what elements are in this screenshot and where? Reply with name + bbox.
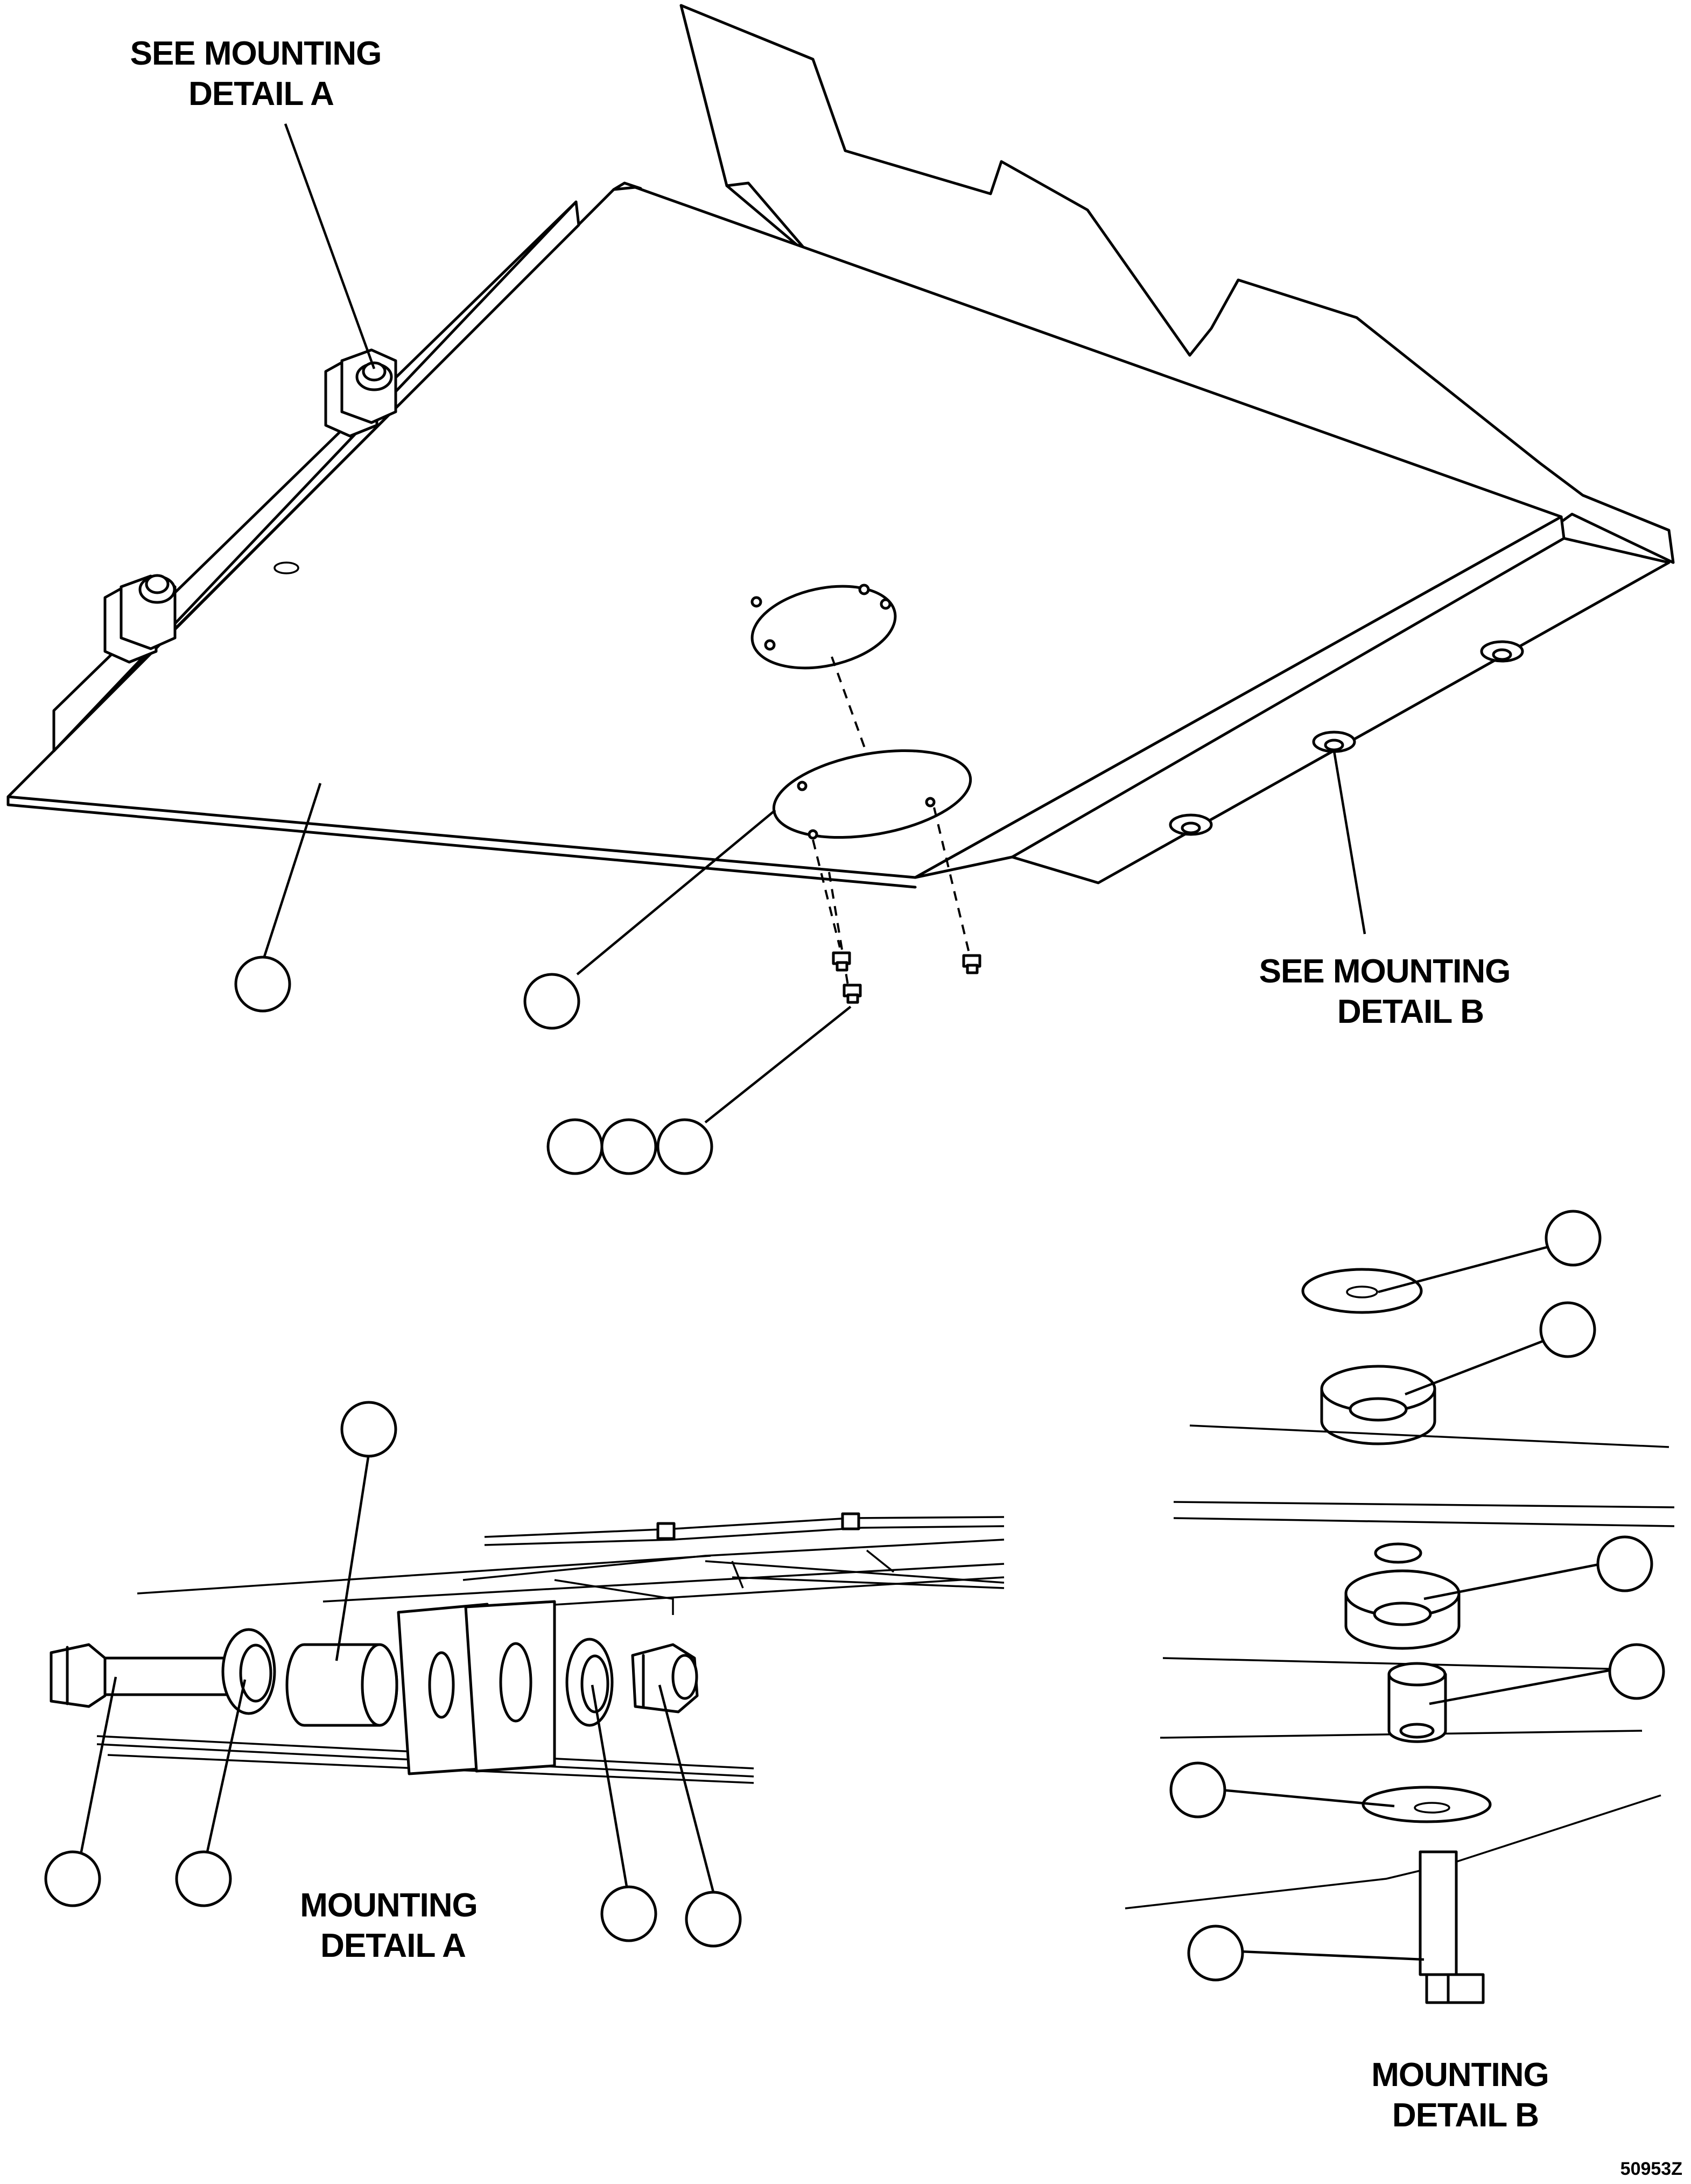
item-bubble-screw-c (656, 1118, 713, 1175)
see-detail-b-line2: DETAIL B (1337, 993, 1484, 1030)
detail-b-sleeve (1387, 1662, 1447, 1743)
item-bubble-screw-b (600, 1118, 657, 1175)
item-bubble-washer-right (600, 1885, 657, 1942)
detail-a-nut (631, 1643, 699, 1714)
detail-a-title-line1: MOUNTING (300, 1887, 478, 1924)
detail-b-isolator-top (1320, 1365, 1436, 1445)
detail-a-bracket-plates (397, 1600, 556, 1775)
isolator-2 (1312, 731, 1356, 753)
item-bubble-isolator-bottom (1596, 1535, 1653, 1592)
detail-a-washer-left (221, 1628, 276, 1715)
item-bubble-washer-top (1545, 1210, 1602, 1267)
mounting-detail-a: MOUNTING DETAIL A (44, 1401, 1005, 1964)
detail-b-title-line1: MOUNTING (1371, 2056, 1549, 2094)
item-bubble-spacer (340, 1401, 397, 1458)
cover-screw-1 (832, 951, 851, 972)
left-bracket-lower (103, 574, 177, 664)
detail-a-spacer (285, 1643, 398, 1727)
detail-a-washer-right (565, 1638, 614, 1727)
base-plate (6, 186, 1563, 879)
detail-a-bolt (50, 1643, 233, 1708)
see-detail-a-line2: DETAIL A (188, 75, 334, 113)
left-bracket-upper (324, 348, 397, 438)
see-detail-b-line1: SEE MOUNTING (1259, 953, 1511, 990)
item-bubble-bolt (44, 1850, 101, 1907)
see-detail-a-line1: SEE MOUNTING (130, 35, 382, 72)
left-side-flange (52, 200, 580, 753)
isolator-3 (1480, 640, 1524, 663)
item-bubble-screw-a (546, 1118, 604, 1175)
mounting-detail-b: MOUNTING DETAIL B (1125, 1210, 1675, 2134)
access-cover (750, 585, 897, 670)
cover-screw-2 (962, 954, 981, 974)
item-bubble-nut (685, 1891, 742, 1948)
item-bubble-washer-left (175, 1850, 232, 1907)
plate-hole (273, 561, 299, 574)
cover-screw-3 (843, 984, 862, 1004)
detail-b-washer-bottom (1362, 1786, 1492, 1823)
detail-b-title-line2: DETAIL B (1392, 2097, 1539, 2134)
drawing-number: 50953Z (1620, 2159, 1682, 2179)
item-bubble-isolator-top (1539, 1301, 1596, 1358)
detail-b-small-washer (1374, 1542, 1422, 1564)
item-bubble-sleeve (1608, 1643, 1665, 1700)
item-bubble-cover (523, 973, 580, 1030)
detail-b-washer-top (1301, 1268, 1423, 1314)
item-bubble-bolt-b (1187, 1925, 1244, 1982)
detail-a-title-line2: DETAIL A (320, 1927, 466, 1964)
main-assembly: SEE MOUNTING DETAIL A SEE MOUNTING DETAI… (6, 4, 1675, 1175)
detail-b-isolator-bottom (1344, 1569, 1461, 1650)
item-bubble-plate (234, 956, 291, 1013)
detail-b-bolt (1419, 1850, 1485, 2004)
isolator-1 (1169, 813, 1213, 836)
item-bubble-washer-bottom (1169, 1761, 1226, 1818)
